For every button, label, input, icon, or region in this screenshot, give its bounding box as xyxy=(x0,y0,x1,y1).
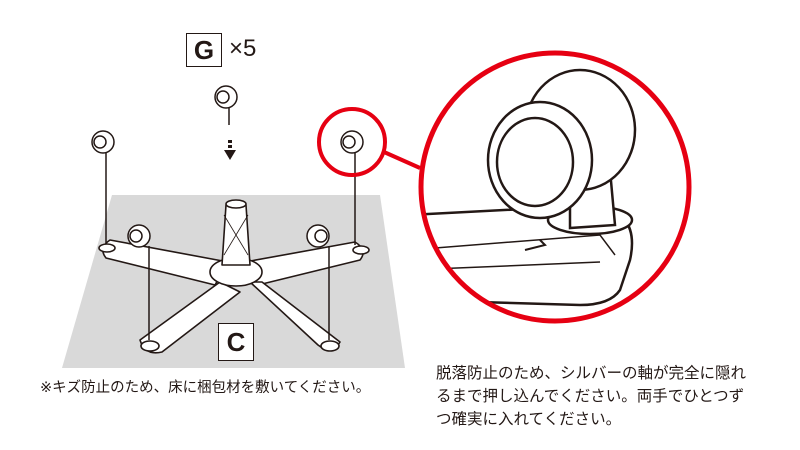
chair-base xyxy=(98,199,370,354)
zoom-detail xyxy=(421,68,637,307)
arrow-down-icon xyxy=(224,140,236,160)
highlight-circle-small xyxy=(317,107,387,177)
instruction-line: るまで押し込んでください。両手でひとつず xyxy=(436,387,745,405)
instruction-line: つ確実に入れてください。 xyxy=(436,410,622,428)
caster-icon xyxy=(91,130,115,243)
instruction-note: 脱落防止のため、シルバーの軸が完全に隠れ るまで押し込んでください。両手でひとつ… xyxy=(436,362,776,431)
highlight-circle-large xyxy=(418,50,692,324)
caster-icon xyxy=(340,130,364,245)
callout-line xyxy=(383,150,421,170)
part-label-base: C xyxy=(218,323,254,361)
instruction-line: 脱落防止のため、シルバーの軸が完全に隠れ xyxy=(436,364,747,382)
part-label-caster: G xyxy=(186,33,222,67)
caster-quantity: ×5 xyxy=(229,35,257,62)
caster-icon xyxy=(214,85,238,125)
caster-icons xyxy=(91,85,364,340)
floor-caution-note: ※キズ防止のため、床に梱包材を敷いてください。 xyxy=(40,380,371,396)
caster-icon xyxy=(127,224,151,340)
caster-icon xyxy=(306,224,330,340)
